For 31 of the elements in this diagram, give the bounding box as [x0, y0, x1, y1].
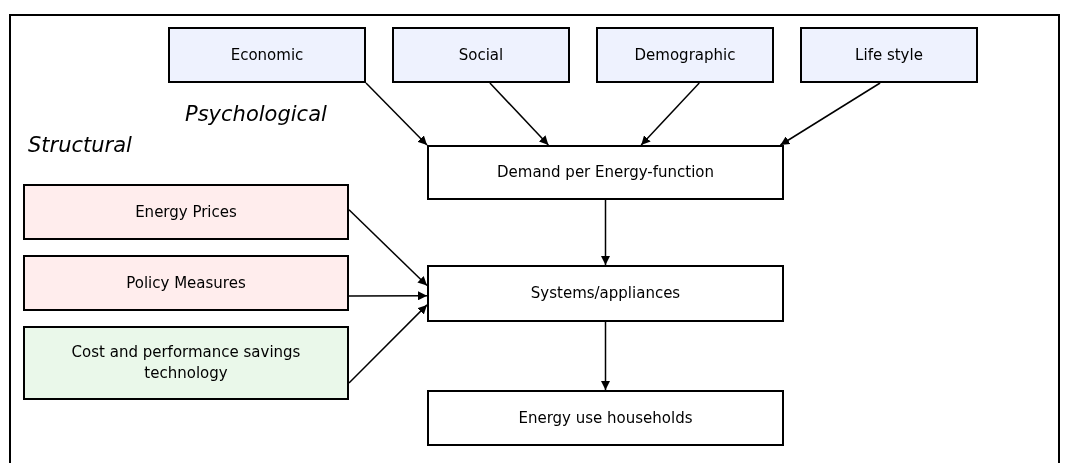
box-label: Energy use households — [518, 407, 693, 429]
box-label: Demand per Energy-function — [497, 162, 714, 183]
box-label: Cost and performance savings technology — [70, 342, 302, 384]
box-label: Economic — [230, 44, 304, 66]
factor-box — [800, 27, 978, 83]
arrow — [601, 199, 610, 266]
arrow — [365, 82, 428, 146]
box-label: Energy Prices — [135, 201, 237, 223]
arrow — [601, 321, 610, 391]
factor-box — [427, 390, 784, 446]
category-label: Structural — [28, 132, 132, 159]
factor-box — [23, 255, 349, 311]
factor-box — [596, 27, 774, 83]
box-label: Demographic — [634, 44, 736, 66]
category-label: Psychological — [185, 101, 327, 128]
factor-box — [23, 326, 349, 400]
arrow — [348, 209, 428, 287]
arrow — [489, 82, 550, 146]
factor-box — [168, 27, 366, 83]
arrow — [348, 291, 428, 301]
box-label: Systems/appliances — [530, 283, 681, 304]
factor-box — [392, 27, 570, 83]
factor-box — [23, 184, 349, 240]
arrow — [348, 304, 428, 384]
factor-box — [427, 265, 784, 322]
arrow — [640, 82, 700, 146]
arrow — [779, 82, 881, 146]
factor-box — [427, 145, 784, 200]
box-label: Life style — [855, 44, 923, 66]
box-label: Social — [458, 44, 504, 66]
box-label: Policy Measures — [126, 272, 246, 294]
